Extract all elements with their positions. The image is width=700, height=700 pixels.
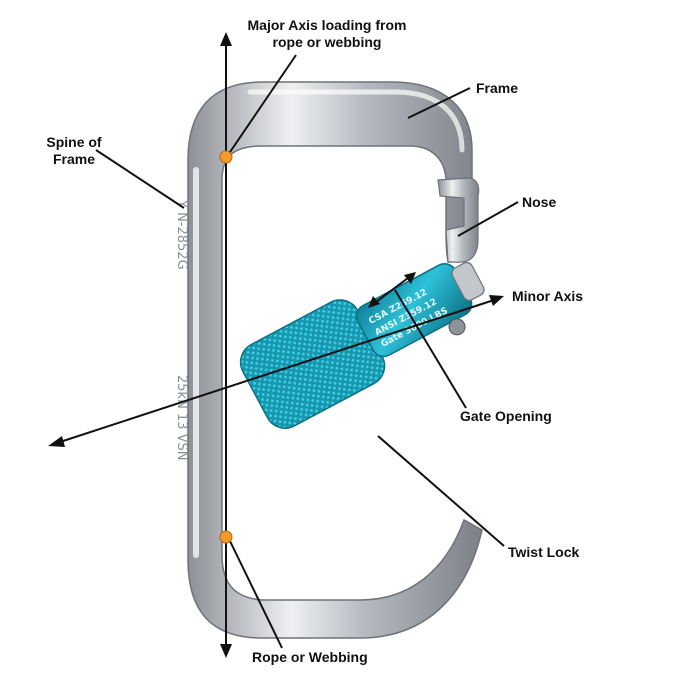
nose-shape [437,177,480,263]
minor-axis-arrowhead-right [489,295,504,306]
frame-top-highlight [247,89,465,153]
label-major-axis: Major Axis loading from rope or webbing [247,17,407,50]
marker-top-load-point [219,150,233,164]
svg-text:25kN 13 VSN: 25kN 13 VSN [174,375,189,460]
major-axis-arrowhead-bottom [220,644,232,658]
label-twist-lock: Twist Lock [508,544,580,560]
gate-opening-arrowhead-b [404,272,416,284]
gate: CSA Z259.12 ANSI Z359.12 Gate 3600 LBS [239,261,485,429]
major-axis-arrowhead-top [220,32,232,46]
minor-axis-arrow [59,299,495,443]
svg-text:Y N-2852G: Y N-2852G [174,199,189,270]
leader-rope-webbing [227,536,283,649]
label-nose: Nose [522,194,557,210]
leader-gate-opening [394,289,467,409]
gate-rivet [448,318,466,336]
leader-major-axis [227,54,297,156]
leader-frame [407,87,471,119]
label-frame: Frame [476,80,519,96]
leader-spine [95,149,185,209]
spine-engraving-lower: 25kN 13 VSN [174,375,189,460]
leader-twist-lock [377,435,505,547]
spine-engraving-upper: Y N-2852G [174,199,189,270]
leader-nose [457,201,519,237]
minor-axis-arrowhead-left [48,436,65,447]
label-gate-opening: Gate Opening [460,408,552,424]
label-minor-axis: Minor Axis [512,288,584,304]
label-spine: Spine of Frame [46,134,102,167]
gate-opening-arrow [375,277,409,303]
frame-body [187,81,483,639]
marker-bottom-load-point [219,530,233,544]
gate-opening-arrowhead-a [368,296,380,308]
label-rope-webbing: Rope or Webbing [252,649,368,665]
gate-latch-pin [451,261,485,301]
